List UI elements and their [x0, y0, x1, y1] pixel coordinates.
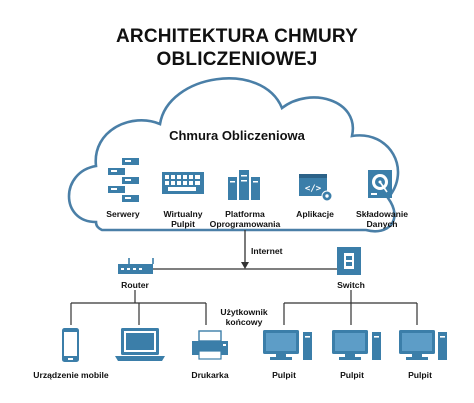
- switch-icon: [337, 247, 361, 275]
- code-window-icon: </>: [299, 174, 333, 202]
- cloud-title: Chmura Obliczeniowa: [169, 128, 305, 143]
- desktop-label-3: Pulpit: [408, 370, 432, 380]
- printer-icon: [192, 330, 228, 360]
- desktop-label-1: Pulpit: [272, 370, 296, 380]
- desktop-icon-1: [263, 330, 312, 360]
- router-label: Router: [121, 280, 149, 290]
- end-user-label: Użytkownik końcowy: [220, 307, 268, 327]
- printer-label: Drukarka: [191, 370, 229, 380]
- diagram-title-line2: OBLICZENIOWEJ: [156, 49, 318, 70]
- cloud-item-label-applications: Aplikacje: [296, 209, 334, 219]
- internet-arrowhead: [241, 262, 249, 269]
- cloud-item-label-software-platform: Platforma Oprogramowania: [209, 209, 281, 229]
- cloud-item-label-virtual-desktop: Wirtualny Pulpit: [163, 209, 203, 229]
- mobile-device-icon: [62, 328, 79, 362]
- hard-drive-icon: [368, 170, 392, 198]
- servers-icon: [108, 158, 139, 202]
- cloud-item-label-data-storage: Składowanie Danych: [355, 209, 409, 229]
- desktop-icon-3: [399, 330, 447, 360]
- internet-label: Internet: [251, 246, 283, 256]
- mobile-device-label: Urządzenie mobile: [33, 370, 109, 380]
- diagram-title-line1: ARCHITEKTURA CHMURY: [116, 26, 358, 47]
- keyboard-icon: [162, 172, 204, 194]
- desktop-icon-2: [332, 330, 381, 360]
- server-racks-icon: [228, 170, 260, 200]
- cloud-item-label-servers: Serwery: [106, 209, 140, 219]
- svg-text:</>: </>: [305, 184, 322, 194]
- switch-label: Switch: [337, 280, 365, 290]
- laptop-icon: [115, 328, 165, 361]
- router-icon: [118, 258, 154, 274]
- desktop-label-2: Pulpit: [340, 370, 364, 380]
